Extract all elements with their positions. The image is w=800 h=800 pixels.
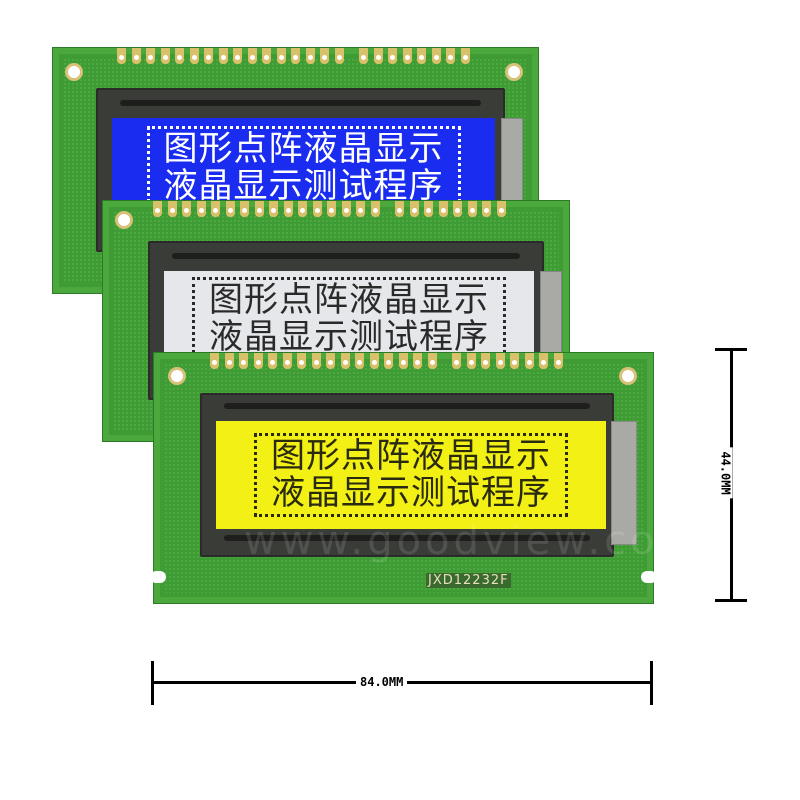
pin-pad bbox=[224, 353, 234, 369]
pin-pad bbox=[417, 48, 426, 64]
pin-pad bbox=[312, 201, 322, 217]
pin-pad bbox=[496, 201, 506, 217]
pin-pad bbox=[369, 353, 379, 369]
pin-pad bbox=[431, 48, 441, 64]
pin-pad bbox=[253, 353, 263, 369]
pin-pad bbox=[153, 201, 162, 217]
mounting-hole bbox=[505, 63, 523, 81]
pin-pad bbox=[359, 48, 368, 64]
pin-pad bbox=[495, 353, 505, 369]
height-dimension-label: 44.0MM bbox=[718, 447, 733, 499]
pin-pad bbox=[482, 201, 491, 217]
pin-pad bbox=[233, 48, 242, 64]
watermark: www.goodview.com bbox=[244, 518, 702, 564]
lcd-screen: 图形点阵液晶显示液晶显示测试程序 bbox=[164, 271, 534, 366]
lcd-module-yellow: 图形点阵液晶显示液晶显示测试程序 www.goodview.com JXD122… bbox=[150, 352, 698, 604]
pin-pad bbox=[355, 353, 364, 369]
pin-pad bbox=[239, 353, 248, 369]
pin-pad bbox=[117, 48, 126, 64]
pin-pad bbox=[384, 353, 393, 369]
pin-pad bbox=[167, 201, 177, 217]
pin-pad bbox=[452, 353, 461, 369]
mounting-hole bbox=[619, 367, 637, 385]
pin-pad bbox=[466, 353, 476, 369]
pin-pad bbox=[297, 353, 306, 369]
pin-pad bbox=[240, 201, 249, 217]
screen-line-2: 液晶显示测试程序 bbox=[209, 316, 489, 357]
pin-pad bbox=[160, 48, 170, 64]
model-label: JXD12232F bbox=[426, 573, 511, 588]
mounting-hole bbox=[65, 63, 83, 81]
screen-line-1: 图形点阵液晶显示 bbox=[271, 436, 551, 477]
pin-pad bbox=[211, 201, 220, 217]
pin-pad bbox=[225, 201, 235, 217]
pin-pad bbox=[326, 353, 335, 369]
pin-pad bbox=[298, 201, 307, 217]
pin-pad bbox=[291, 48, 300, 64]
pin-pad bbox=[402, 48, 412, 64]
pin-header bbox=[153, 201, 506, 217]
pin-pad bbox=[510, 353, 519, 369]
screen-line-2: 液晶显示测试程序 bbox=[271, 473, 551, 513]
pin-pad bbox=[311, 353, 321, 369]
pin-pad bbox=[131, 48, 141, 64]
pin-pad bbox=[282, 353, 292, 369]
pin-pad bbox=[524, 353, 534, 369]
pin-pad bbox=[218, 48, 228, 64]
pin-pad bbox=[427, 353, 437, 369]
pin-pad bbox=[210, 353, 219, 369]
pin-pad bbox=[262, 48, 271, 64]
pin-pad bbox=[424, 201, 433, 217]
pin-pad bbox=[453, 201, 462, 217]
pin-pad bbox=[189, 48, 199, 64]
pin-pad bbox=[182, 201, 191, 217]
pin-pad bbox=[146, 48, 155, 64]
pin-pad bbox=[268, 353, 277, 369]
pin-pad bbox=[481, 353, 490, 369]
pin-pad bbox=[409, 201, 419, 217]
pin-pad bbox=[283, 201, 293, 217]
pin-pad bbox=[276, 48, 286, 64]
pin-pad bbox=[340, 353, 350, 369]
pin-pad bbox=[446, 48, 455, 64]
pin-pad bbox=[175, 48, 184, 64]
pin-pad bbox=[413, 353, 422, 369]
pin-pad bbox=[467, 201, 477, 217]
pin-pad bbox=[305, 48, 315, 64]
screen-line-1: 图形点阵液晶显示 bbox=[163, 129, 444, 170]
pin-pad bbox=[356, 201, 365, 217]
pin-pad bbox=[327, 201, 336, 217]
mounting-hole bbox=[168, 367, 186, 385]
pin-pad bbox=[398, 353, 408, 369]
pin-pad bbox=[395, 201, 404, 217]
pin-pad bbox=[334, 48, 344, 64]
backlight-led bbox=[501, 118, 523, 210]
pin-pad bbox=[196, 201, 206, 217]
pin-pad bbox=[341, 201, 351, 217]
lcd-bezel: 图形点阵液晶显示液晶显示测试程序 bbox=[200, 393, 614, 557]
pin-pad bbox=[320, 48, 329, 64]
pin-pad bbox=[460, 48, 470, 64]
backlight-led bbox=[611, 421, 637, 545]
backlight-led bbox=[540, 271, 562, 363]
pin-pad bbox=[370, 201, 380, 217]
pin-pad bbox=[254, 201, 264, 217]
screen-line-2: 液晶显示测试程序 bbox=[163, 166, 444, 206]
screen-line-1: 图形点阵液晶显示 bbox=[209, 279, 489, 320]
pin-pad bbox=[553, 353, 563, 369]
pin-pad bbox=[204, 48, 213, 64]
width-dimension-label: 84.0MM bbox=[356, 675, 408, 689]
pin-header bbox=[117, 48, 470, 64]
pin-pad bbox=[269, 201, 278, 217]
pin-pad bbox=[373, 48, 383, 64]
lcd-screen: 图形点阵液晶显示液晶显示测试程序 bbox=[216, 421, 606, 529]
pin-pad bbox=[247, 48, 257, 64]
mounting-hole bbox=[115, 211, 133, 229]
pin-pad bbox=[438, 201, 448, 217]
pin-pad bbox=[388, 48, 397, 64]
pin-pad bbox=[539, 353, 548, 369]
pin-header bbox=[210, 353, 563, 369]
